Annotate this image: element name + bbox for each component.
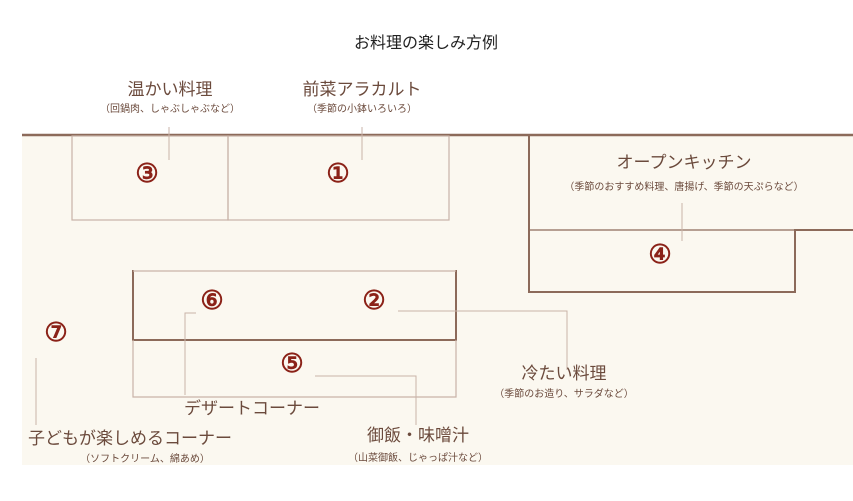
zone-2-number: ② [362, 286, 386, 316]
island-5 [132, 340, 457, 398]
zone-4-note: （季節のおすすめ料理、唐揚げ、季節の天ぷらなど） [564, 182, 804, 193]
zone-7-note: （ソフトクリーム、綿あめ） [80, 454, 210, 465]
zone-4-name: オープンキッチン [616, 153, 752, 173]
zone-1-note: （季節の小鉢いろいろ） [307, 104, 417, 115]
zone-3-name: 温かい料理 [127, 80, 213, 100]
zone-3-note: （回鍋肉、しゃぶしゃぶなど） [100, 104, 240, 115]
counter-1 [227, 135, 450, 221]
zone-1-number: ① [326, 159, 350, 189]
zone-7-name: 子どもが楽しめるコーナー [28, 429, 232, 449]
zone-6-number: ⑥ [200, 286, 224, 316]
zone-4-number: ④ [648, 240, 672, 270]
zone-3-number: ③ [135, 159, 159, 189]
zone-2-name: 冷たい料理 [521, 364, 607, 384]
zone-1-name: 前菜アラカルト [302, 80, 422, 100]
leader-2 [398, 310, 568, 370]
zone-5-note: （山菜御飯、じゃっぱ汁など） [348, 453, 488, 464]
zone-2-note: （季節のお造り、サラダなど） [494, 389, 634, 400]
leader-6 [184, 312, 196, 395]
floor-area [22, 135, 853, 465]
zone-7-number: ⑦ [44, 318, 68, 348]
island-6-2 [132, 270, 457, 341]
diagram-title: お料理の楽しみ方例 [353, 33, 499, 52]
leader-5 [315, 375, 417, 425]
open-kitchen-wall [528, 135, 853, 293]
zone-5-number: ⑤ [280, 349, 304, 379]
zone-5-name: 御飯・味噌汁 [367, 426, 469, 446]
zone-6-name: デザートコーナー [184, 399, 320, 419]
